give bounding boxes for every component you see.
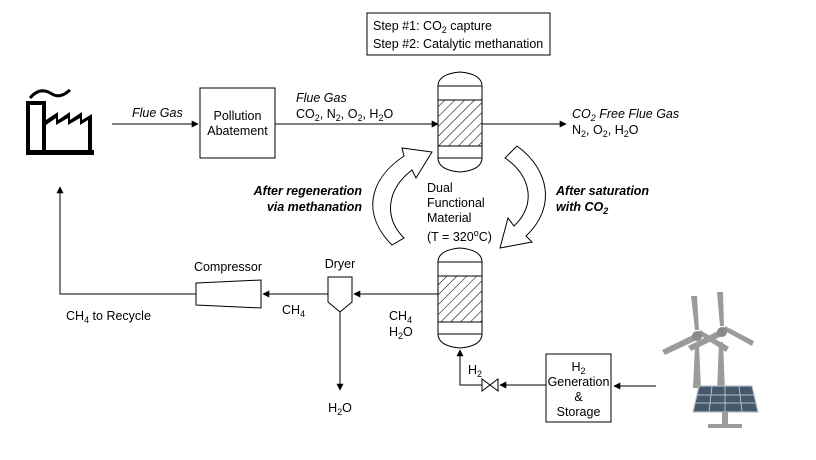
dfm-temperature: (T = 320oC) [427,228,492,244]
after-regeneration-line2: via methanation [267,200,363,214]
h2-box-line2: Generation [548,375,610,389]
inlet-flue-gas-label: Flue Gas [132,106,183,120]
reactor-bottom [437,247,483,349]
dryer-water-label: H2O [328,401,352,417]
h2-box-line3: & [574,390,583,404]
pollution-label-2: Abatement [207,124,268,138]
after-saturation-line2: with CO2 [556,200,608,216]
dryer-unit [327,276,353,391]
h2-feed-label: H2 [468,363,482,379]
h2-generation-box: H2 Generation & Storage [545,353,612,423]
legend-step1: Step #1: CO2 capture [373,19,492,35]
pollution-abatement-box: Pollution Abatement [199,87,276,159]
factory-icon [26,88,94,155]
reactor-top [437,71,483,173]
flue-gas-title: Flue Gas [296,91,347,105]
after-regeneration-line1: After regeneration [253,184,363,198]
co2-free-title: CO2 Free Flue Gas [572,107,679,123]
reactor-outlet-h2o: H2O [389,325,413,341]
step-legend: Step #1: CO2 capture Step #2: Catalytic … [366,12,551,56]
dfm-line2: Functional [427,196,485,210]
flue-gas-components: CO2, N2, O2, H2O [296,107,393,123]
dryer-outlet-ch4: CH4 [282,303,305,319]
h2-box-line4: Storage [557,405,601,419]
pollution-label-1: Pollution [214,109,262,123]
wind-turbine-icon [662,292,754,392]
solar-panel-icon [692,385,759,428]
after-saturation-line1: After saturation [555,184,649,198]
dryer-label: Dryer [325,257,356,271]
co2-free-components: N2, O2, H2O [572,123,639,139]
h2-box-line1: H2 [571,360,585,376]
dfm-line3: Material [427,211,471,225]
compressor-label: Compressor [194,260,262,274]
h2-to-reactor-arrow [456,349,482,386]
recycle-arrow [56,186,196,295]
saturation-cycle-arrow [499,145,546,249]
compressor [195,279,262,309]
dfm-line1: Dual [427,181,453,195]
legend-step2: Step #2: Catalytic methanation [373,37,543,51]
reactor-outlet-ch4: CH4 [389,309,412,325]
recycle-label: CH4 to Recycle [66,309,151,325]
regeneration-cycle-arrow [372,147,433,246]
valve-icon [481,378,499,392]
